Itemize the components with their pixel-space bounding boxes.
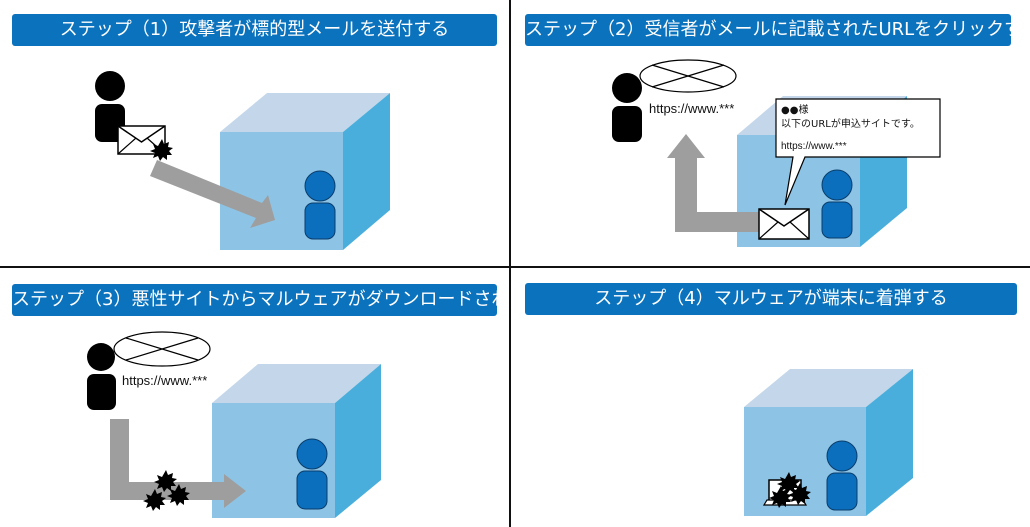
website-crossed-ellipse-icon [639,59,737,93]
step-3-illustration: https://www.*** [87,331,381,518]
attacker-person-icon [87,343,116,410]
malware-burst-icon [150,139,173,161]
attacker-person-icon [612,73,642,142]
speech-bubble-icon: ●●様 以下のURLが申込サイトです。 https://www.*** [775,98,941,206]
panel-title-step-1: ステップ（1）攻撃者が標的型メールを送付する [12,14,497,46]
cube-network-icon [220,93,390,250]
panel-step-1: ステップ（1）攻撃者が標的型メールを送付する [0,0,515,263]
envelope-icon [758,208,810,240]
arrow-icon [667,134,759,232]
site-url-label: https://www.*** [122,373,207,388]
victim-person-icon [304,170,336,240]
step-2-illustration: ●●様 以下のURLが申込サイトです。 https://www.*** http… [612,59,941,247]
website-crossed-ellipse-icon [113,331,211,367]
malware-burst-icon [143,470,190,511]
step-1-illustration [95,71,390,250]
vertical-divider [509,0,511,527]
step-4-illustration [744,369,913,516]
panel-step-4: ステップ（4）マルウェアが端末に着弾する [515,264,1030,527]
panel-step-3: ステップ（3）悪性サイトからマルウェアがダウンロードされる [0,264,515,527]
victim-person-icon [296,438,328,510]
malware-burst-icon [769,472,811,508]
bubble-url: https://www.*** [781,141,847,152]
arrow-icon [150,160,275,228]
horizontal-divider [0,266,1030,268]
panel-title-step-4: ステップ（4）マルウェアが端末に着弾する [525,283,1017,315]
panel-title-step-3: ステップ（3）悪性サイトからマルウェアがダウンロードされる [12,284,497,316]
bubble-message: 以下のURLが申込サイトです。 [781,117,920,130]
panel-step-2: ステップ（2）受信者がメールに記載されたURLをクリックする ●●様 以下のUR… [515,0,1030,263]
victim-person-icon [826,440,858,511]
bubble-greeting: ●●様 [781,103,808,116]
panel-title-step-2: ステップ（2）受信者がメールに記載されたURLをクリックする [525,14,1011,46]
site-url-label: https://www.*** [649,101,734,116]
victim-person-icon [821,169,853,239]
arrow-icon [110,419,246,508]
